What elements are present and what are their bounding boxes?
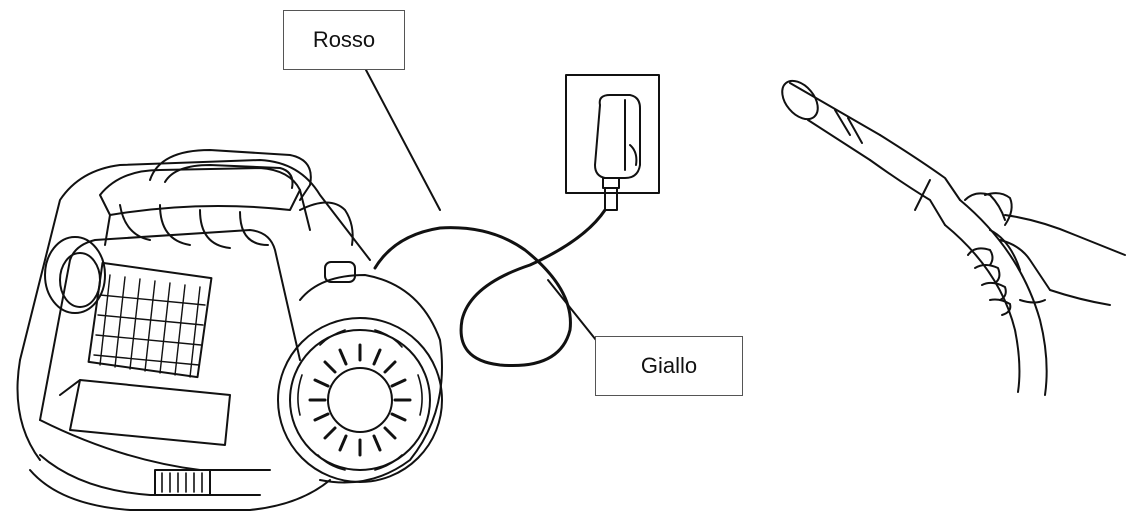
vacuum-cleaner-icon (16, 149, 443, 511)
leader-line-yellow (547, 279, 601, 346)
hose-icon (781, 79, 1048, 396)
yellow-wire-label: Giallo (595, 336, 743, 396)
red-wire-label: Rosso (283, 10, 405, 70)
hand-icon (964, 192, 1126, 316)
power-cord (373, 208, 607, 368)
plug-icon (594, 94, 641, 211)
leader-line-red (365, 69, 441, 211)
wall-socket-icon (565, 74, 660, 194)
